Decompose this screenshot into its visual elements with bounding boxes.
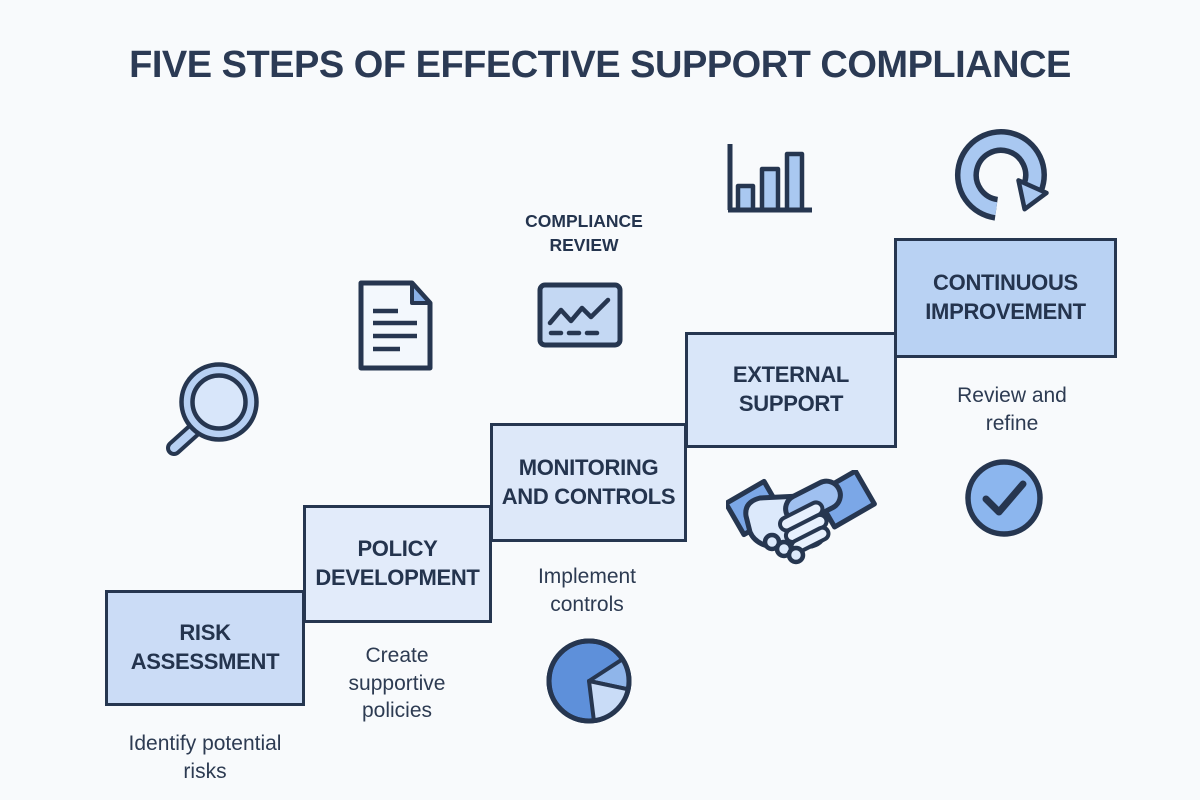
step-box-continuous-improvement: CONTINUOUS IMPROVEMENT (894, 238, 1117, 358)
step-box-policy-development: POLICY DEVELOPMENT (303, 505, 492, 623)
step-box-external-support: EXTERNAL SUPPORT (685, 332, 897, 448)
bar-chart-icon (727, 144, 812, 213)
step-label: RISK ASSESSMENT (130, 620, 280, 674)
compliance-review-label: COMPLIANCE REVIEW (525, 211, 643, 255)
caption-continuous-improvement: Review and refine (957, 384, 1067, 435)
step-label: EXTERNAL SUPPORT (732, 362, 850, 416)
cycle-arrow-icon (954, 129, 1049, 221)
page-title: FIVE STEPS OF EFFECTIVE SUPPORT COMPLIAN… (129, 44, 1071, 86)
handshake-icon (726, 470, 877, 565)
document-icon (358, 280, 433, 371)
magnifier-icon (166, 362, 259, 456)
step-label: POLICY DEVELOPMENT (315, 536, 480, 590)
caption-risk-assessment: Identify potential risks (128, 732, 282, 783)
step-box-monitoring-and-controls: MONITORING AND CONTROLS (490, 423, 687, 542)
caption-monitoring-and-controls: Implement controls (537, 565, 637, 616)
step-label: CONTINUOUS IMPROVEMENT (925, 270, 1086, 324)
step-box-risk-assessment: RISK ASSESSMENT (105, 590, 305, 706)
line-chart-icon (537, 282, 623, 348)
step-label: MONITORING AND CONTROLS (501, 454, 676, 509)
check-circle-icon (965, 459, 1043, 537)
pie-chart-icon (546, 638, 632, 724)
caption-policy-development: Create supportive policies (348, 644, 446, 723)
